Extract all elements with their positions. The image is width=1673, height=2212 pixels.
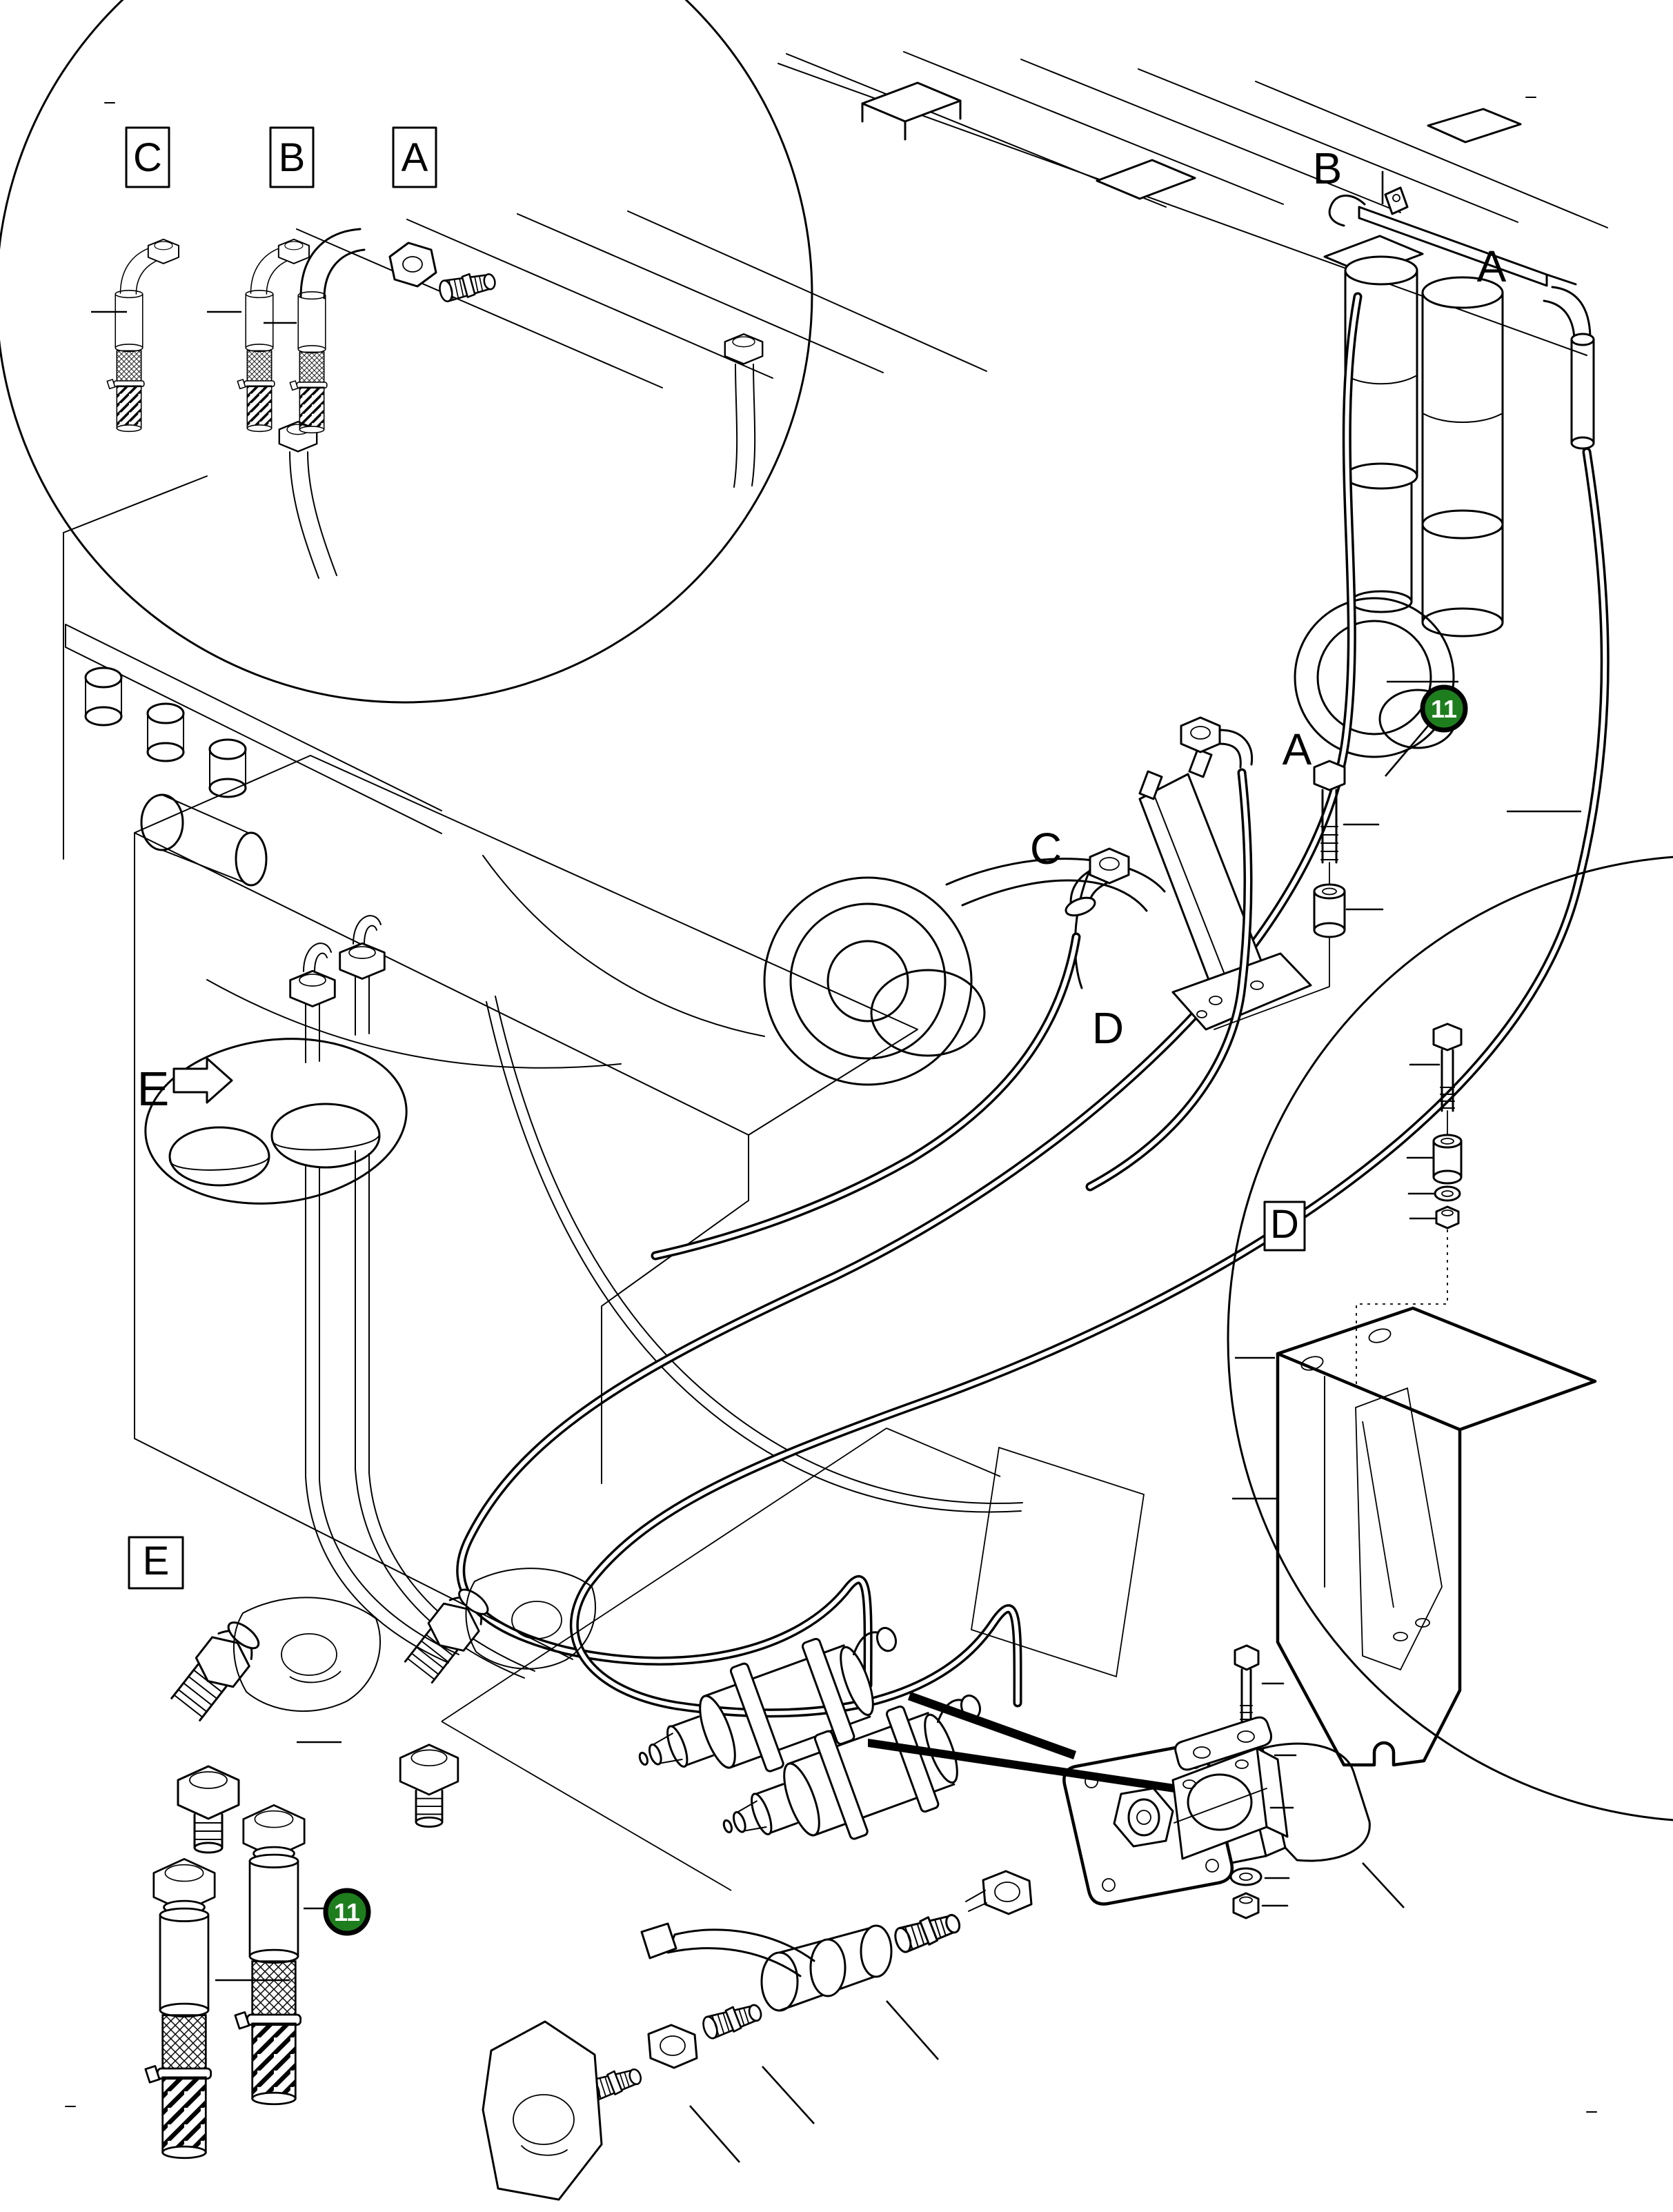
mid-bolt xyxy=(1313,760,1380,887)
swivel-nut xyxy=(965,1870,1033,1915)
label-top-a: A xyxy=(1477,241,1507,291)
d-bolt xyxy=(1409,1023,1463,1138)
view-e-arrow: E xyxy=(137,1057,233,1116)
chain-nut-1 xyxy=(647,2024,698,2069)
label-mid-d: D xyxy=(1092,1003,1124,1053)
badge-11-bottom: 11 xyxy=(304,1888,371,1936)
label-box-c: C xyxy=(133,135,162,180)
callout-box-b: B xyxy=(269,126,315,188)
detail-bubble-d: D xyxy=(1227,856,1673,1821)
badge-11-hose: 11 xyxy=(1385,684,1468,777)
callout-box-d: D xyxy=(1263,1201,1306,1252)
mid-elbow-c xyxy=(1065,847,1130,917)
elbow-fitting-1 xyxy=(166,1597,382,1725)
tank-sender-plate xyxy=(144,1038,408,1205)
engine-hose-stubs xyxy=(278,333,764,579)
clamp-nut xyxy=(1232,1892,1289,1919)
solenoid-valve-group xyxy=(441,1428,1145,1891)
filter-outlet-elbow xyxy=(1543,286,1595,450)
label-view-e: E xyxy=(137,1062,170,1116)
callout-box-e: E xyxy=(128,1536,184,1590)
label-box-d: D xyxy=(1270,1202,1299,1247)
mount-plate xyxy=(482,2020,603,2201)
callout-box-c: C xyxy=(125,126,170,188)
d-nut xyxy=(1409,1205,1460,1230)
d-washer xyxy=(1407,1185,1461,1202)
label-box-e: E xyxy=(143,1539,170,1583)
elbow-fitting-2 xyxy=(399,1568,597,1687)
label-box-b: B xyxy=(279,135,306,180)
mid-bracket-detail: A C D 11 xyxy=(651,684,1468,1261)
fuel-hoses-main xyxy=(456,292,1610,1718)
pointer-wedge-1 xyxy=(868,1739,1174,1793)
crop-marks xyxy=(65,97,1597,2113)
clamp-hardware xyxy=(1171,1644,1297,1919)
pointer-wedge-2 xyxy=(908,1692,1076,1759)
clamp-strap xyxy=(1174,1716,1297,1771)
arrow-right-icon xyxy=(172,1057,233,1104)
hose-detail-c xyxy=(91,239,179,431)
d-spacer xyxy=(1406,1134,1463,1185)
injection-pump xyxy=(63,475,765,1069)
badge-11-bottom-label: 11 xyxy=(334,1898,360,1926)
detail-bubble-hoses: C B A xyxy=(0,0,813,704)
label-mid-a: A xyxy=(1283,724,1312,774)
label-top-b: B xyxy=(1313,144,1343,193)
label-mid-c: C xyxy=(1030,824,1062,873)
turbocharger-rear xyxy=(1294,597,1457,758)
mid-elbow-a xyxy=(1180,716,1254,769)
hose-detail-b xyxy=(207,239,309,431)
d-bracket-cover xyxy=(1232,1306,1597,1767)
label-box-a: A xyxy=(402,135,428,180)
valve-handle xyxy=(640,1922,815,1977)
turbocharger-front xyxy=(763,858,1166,1086)
ball-valve-chain xyxy=(482,1692,1174,2201)
filter-callouts: B A xyxy=(1313,144,1581,813)
clamp-washer xyxy=(1229,1867,1290,1886)
mid-spacer xyxy=(1214,883,1384,1030)
detail-e-group: E 11 xyxy=(128,1536,597,2158)
e-hose-right xyxy=(235,1805,304,2104)
hose-detail-a xyxy=(264,228,498,434)
badge-11-hose-label: 11 xyxy=(1431,695,1457,723)
ball-valve xyxy=(640,1922,893,2012)
callout-box-a: A xyxy=(392,126,437,188)
fuel-tank xyxy=(134,755,918,1679)
tank-pickup-pipes xyxy=(289,915,535,1679)
clamp-block xyxy=(1171,1747,1294,1860)
fuel-filter-right xyxy=(1421,276,1504,638)
